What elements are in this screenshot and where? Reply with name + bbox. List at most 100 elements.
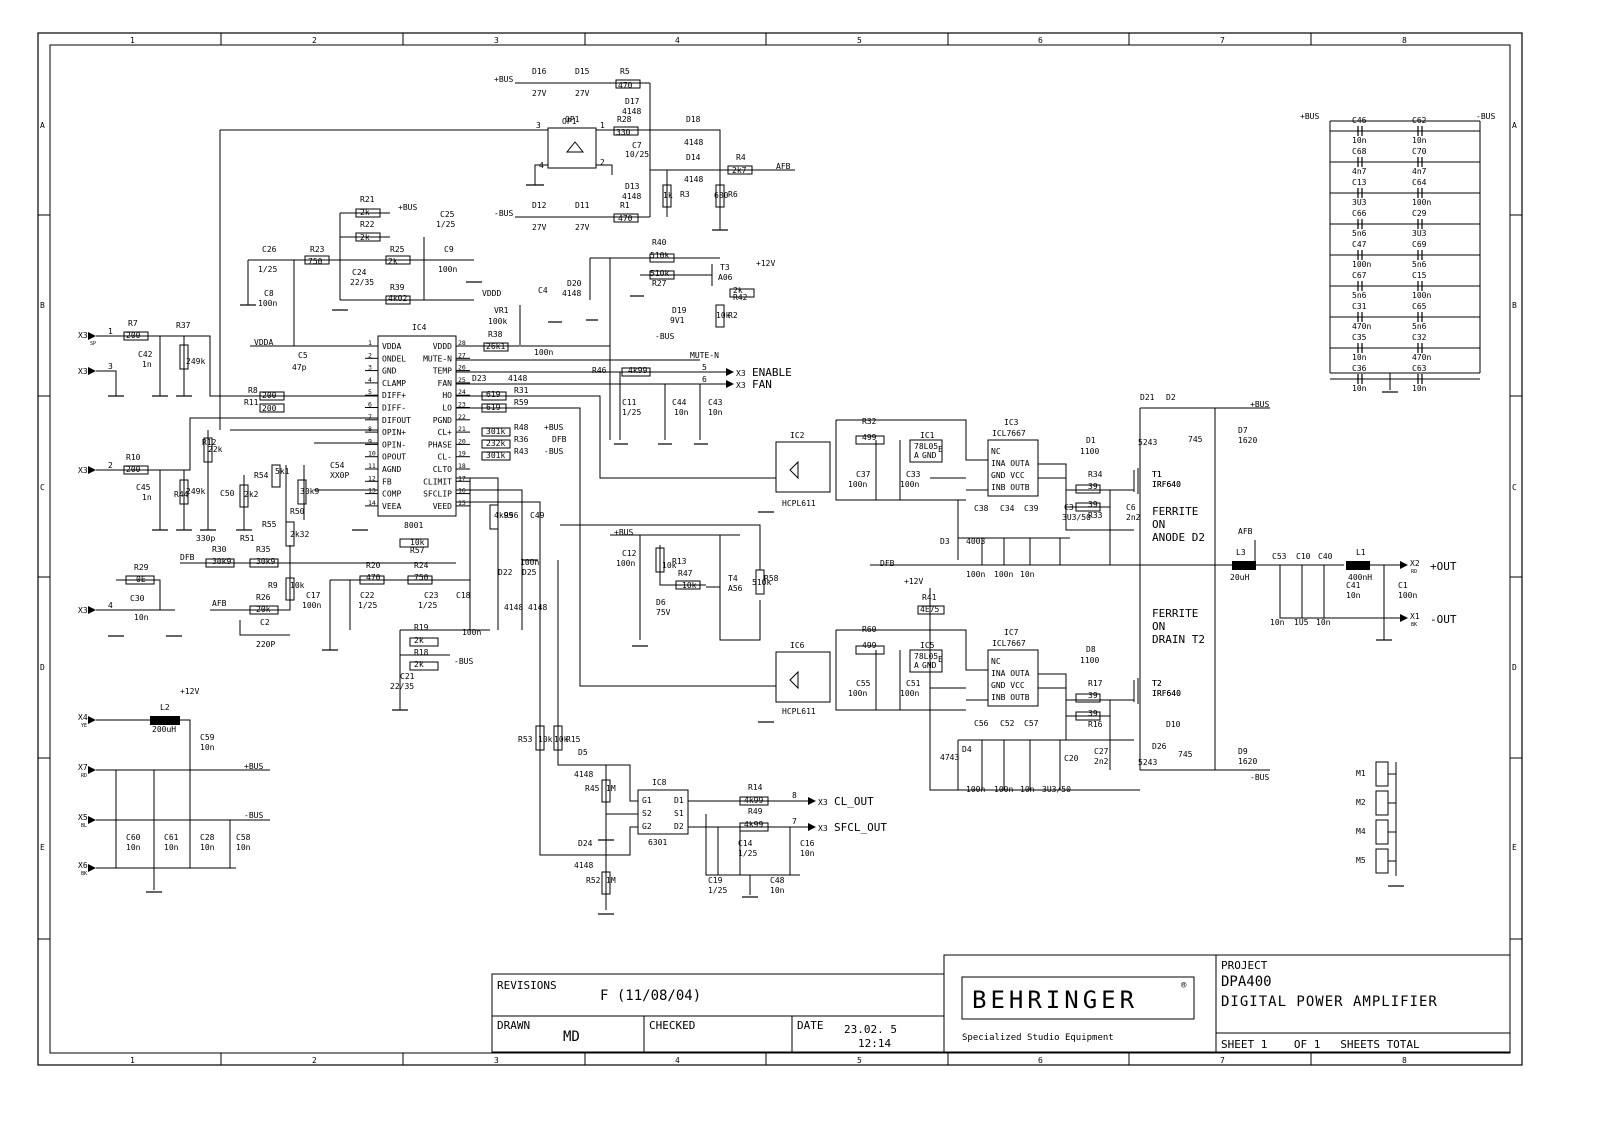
capbank-value: 470n [1412,353,1431,362]
component-label: R28 [617,115,632,124]
ic4-pin-number: 25 [458,376,466,384]
svg-text:AFB: AFB [776,162,791,171]
ic4-right-pins: 28VDDD27MUTE-N26TEMP25FAN24HO23LO22PGND2… [423,339,470,511]
component-label: 0E [136,575,146,584]
component-label: C2 [260,618,270,627]
component-label: D20 [567,279,582,288]
component-label: XX0P [330,471,349,480]
component-label: C50 [220,489,235,498]
component-label: 249k [186,487,205,496]
ic4-pin-label: CL+ [438,428,453,437]
ic3-name: IC3 [1004,418,1019,427]
connector-left-x5: X5 BL [78,813,96,829]
component-label: R11 [244,398,259,407]
project-description: DIGITAL POWER AMPLIFIER [1221,994,1438,1010]
mounting-hole [1375,819,1389,845]
ic7-part: ICL7667 [992,639,1026,648]
ic4-pin-label: CLTO [433,465,452,474]
ic4-pin-label: VEEA [382,502,401,511]
component-label: 2k [414,660,424,669]
component-label: 10n [770,886,785,895]
svg-text:X3: X3 [736,381,746,390]
capbank-value: 10n [1412,136,1427,145]
component-label: 78L05 [914,652,938,661]
capbank-value: 3U3 [1412,229,1427,238]
component-label: C51 [906,679,921,688]
component-label: C3 [1064,503,1074,512]
component-label: R10 [126,453,141,462]
connector-x2-plus-out: X2 RD +OUT [1400,559,1457,575]
svg-text:INA OUTA: INA OUTA [991,669,1030,678]
component-label: R2 [728,311,738,320]
component-label: 3U3/50 [1042,785,1071,794]
svg-text:5: 5 [702,363,707,372]
component-label: 10n [200,843,215,852]
svg-text:SP: SP [90,341,96,347]
ic4-pin-label: VEED [433,502,452,511]
component-label: C8 [264,289,274,298]
component-label: R26 [256,593,271,602]
component-label: 5243 [1138,438,1157,447]
component-label: 10k [290,581,305,590]
component-label: R24 [414,561,429,570]
component-label: R42 [733,293,748,302]
svg-text:T1: T1 [1152,470,1162,479]
component-label: R29 [134,563,149,572]
component-label: R60 [862,625,877,634]
component-label: C61 [164,833,179,842]
component-label: R3 [680,190,690,199]
component-label: VR1 [494,306,509,315]
component-label: 39 [1088,500,1098,509]
column-marker: 6 [1038,36,1043,45]
ic4-pin-label: VDDA [382,342,401,351]
svg-text:DFB: DFB [180,553,195,562]
component-label: D22 [498,568,513,577]
component-label: C30 [130,594,145,603]
component-label: D14 [686,153,701,162]
component-label: T4 [728,574,738,583]
component-label: IC5 [920,641,935,650]
component-label: D17 [625,97,640,106]
component-label: D13 [625,182,640,191]
svg-text:NC: NC [991,447,1001,456]
component-label: 4148 [622,107,641,116]
component-label: IC8 [652,778,667,787]
component-label: 200 [262,404,277,413]
capbank-ref: C68 [1352,147,1367,156]
component-label: R7 [128,319,138,328]
svg-text:+BUS: +BUS [1250,400,1269,409]
component-label: 4k02 [388,294,407,303]
component-label: 220P [256,640,275,649]
column-marker: 6 [1038,1056,1043,1065]
component-label: 20k [256,605,271,614]
ic4-pin-label: PGND [433,416,452,425]
wiring [96,82,1481,910]
component-label: C60 [126,833,141,842]
component-label: R32 [862,417,877,426]
ic4-pin-number: 13 [368,487,376,495]
svg-text:DRAIN T2: DRAIN T2 [1152,633,1205,646]
component-label: R37 [176,321,191,330]
component-label: 10k [410,538,425,547]
component-label: 27V [532,223,547,232]
svg-text:X2: X2 [1410,559,1420,568]
svg-text:INB OUTB: INB OUTB [991,483,1030,492]
svg-text:X6: X6 [78,861,88,870]
component-label: 470 [366,573,381,582]
svg-text:X7: X7 [78,763,88,772]
component-label: R1 [620,201,630,210]
ic4-pin-number: 2 [368,351,372,359]
capbank-ref: C36 [1352,364,1367,373]
component-label: 2k [360,233,370,242]
component-label: R50 [290,507,305,516]
component-label: C33 [906,470,921,479]
component-label: 330p [196,534,215,543]
component-label: R59 [514,398,529,407]
ic4-pin-label: COMP [382,490,401,499]
component-label: T1 [1152,470,1162,479]
component-label: C38 [974,504,989,513]
component-label: +BUS [544,423,563,432]
component-label: L3 [1236,548,1246,557]
